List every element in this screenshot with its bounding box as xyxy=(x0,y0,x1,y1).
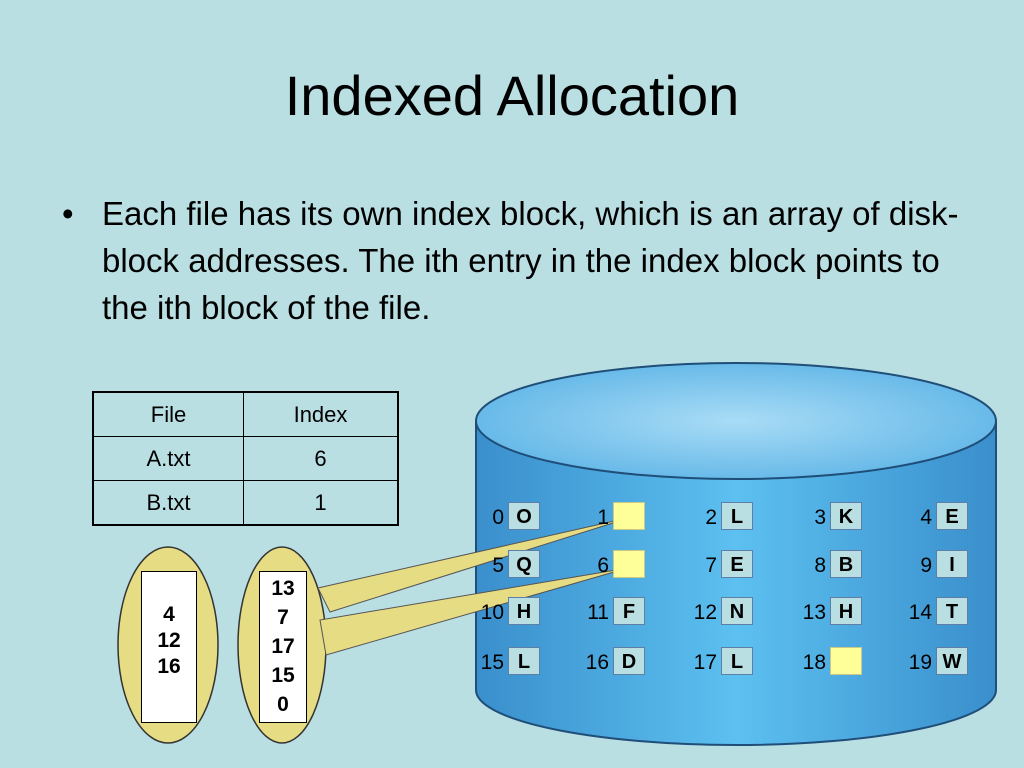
file-index-table: File Index A.txt 6 B.txt 1 xyxy=(92,391,399,526)
disk-block-number: 18 xyxy=(802,651,826,674)
disk-block-number: 16 xyxy=(585,651,609,674)
disk-block-number: 1 xyxy=(597,506,609,529)
disk-block: I xyxy=(936,550,968,578)
disk-block-index xyxy=(830,647,862,675)
disk-top xyxy=(475,362,997,480)
slide-title: Indexed Allocation xyxy=(284,64,740,127)
disk-block-number: 19 xyxy=(908,651,932,674)
index-entry: 7 xyxy=(277,606,289,629)
disk-block-number: 7 xyxy=(705,554,717,577)
disk-block-number: 13 xyxy=(802,601,826,624)
index-entry: 12 xyxy=(157,629,181,652)
disk-block: F xyxy=(613,597,645,625)
index-entry: 15 xyxy=(271,664,295,687)
disk-block-number: 14 xyxy=(908,601,932,624)
disk-block: E xyxy=(936,502,968,530)
disk-block-number: 15 xyxy=(480,651,504,674)
index-entry: 4 xyxy=(163,603,175,626)
index-entry: 16 xyxy=(157,655,181,678)
disk-block-number: 11 xyxy=(587,601,609,624)
disk-block-number: 8 xyxy=(814,554,826,577)
disk-block-index xyxy=(613,550,645,578)
index-block-b: 13 7 17 15 0 xyxy=(259,571,307,723)
table-row: A.txt 6 xyxy=(92,436,399,481)
index-entry: 17 xyxy=(271,635,295,658)
index-block-a: 4 12 16 xyxy=(141,571,197,723)
pointer-callout-block-1 xyxy=(317,516,633,613)
disk-block: K xyxy=(830,502,862,530)
disk-block: L xyxy=(721,502,753,530)
disk-block-number: 10 xyxy=(480,601,504,624)
disk-block-number: 12 xyxy=(693,601,717,624)
disk-block-index xyxy=(613,502,645,530)
disk-block: N xyxy=(721,597,753,625)
bullet-text: Each file has its own index block, which… xyxy=(102,195,959,326)
index-entry: 0 xyxy=(277,693,289,716)
disk-block: E xyxy=(721,550,753,578)
table-row: B.txt 1 xyxy=(92,480,399,526)
disk-block-number: 17 xyxy=(693,651,717,674)
table-cell-index: 1 xyxy=(243,480,399,526)
disk-block-number: 9 xyxy=(920,554,932,577)
disk-block: B xyxy=(830,550,862,578)
table-cell-index: 6 xyxy=(243,436,399,481)
disk-block: D xyxy=(613,647,645,675)
disk-block-number: 5 xyxy=(492,554,504,577)
pointer-callout-block-6 xyxy=(319,567,629,656)
disk-block: T xyxy=(936,597,968,625)
disk-block-number: 6 xyxy=(597,554,609,577)
disk-block: H xyxy=(508,597,540,625)
table-cell-file: B.txt xyxy=(92,480,244,526)
disk-block-number: 4 xyxy=(920,506,932,529)
disk-block-number: 3 xyxy=(814,506,826,529)
table-cell-file: A.txt xyxy=(92,436,244,481)
disk-block-number: 0 xyxy=(492,506,504,529)
index-entry: 13 xyxy=(271,577,295,600)
table-header-index: Index xyxy=(243,391,399,437)
disk-block: O xyxy=(508,502,540,530)
disk-block: L xyxy=(508,647,540,675)
bullet-marker: • xyxy=(62,195,74,232)
disk-body xyxy=(475,420,997,746)
disk-block: Q xyxy=(508,550,540,578)
disk-block: H xyxy=(830,597,862,625)
disk-block: W xyxy=(936,647,968,675)
disk-block: L xyxy=(721,647,753,675)
disk-block-number: 2 xyxy=(705,506,717,529)
